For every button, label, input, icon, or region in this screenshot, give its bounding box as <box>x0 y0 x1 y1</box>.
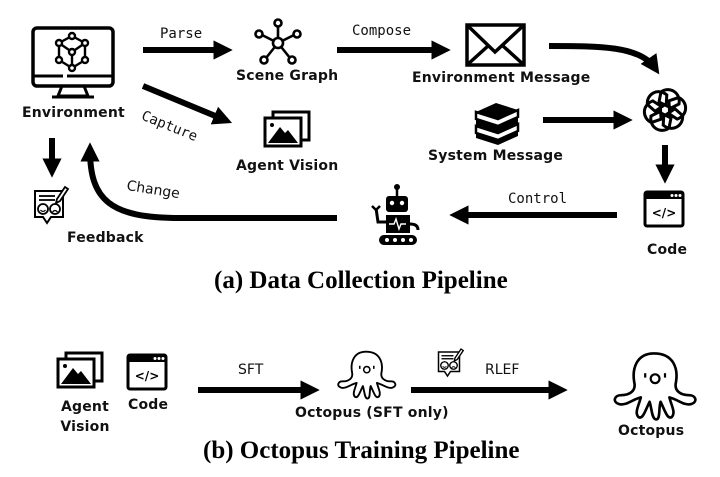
node-label-agent-vision-line2: Vision <box>60 419 110 435</box>
edge-label-sft: SFT <box>238 362 264 378</box>
arrow-capture <box>141 83 233 125</box>
node-label-agent-vision: Agent Vision <box>236 158 339 174</box>
code-window-icon <box>643 190 685 228</box>
node-label-code: Code <box>647 242 688 258</box>
node-label-octopus: Octopus <box>618 423 685 439</box>
graph-network-icon <box>254 18 302 65</box>
node-label-environment: Environment <box>22 105 125 121</box>
node-label-code-b: Code <box>128 397 169 413</box>
arrow-change <box>80 142 337 221</box>
edge-label-compose: Compose <box>352 23 412 39</box>
feedback-form-icon <box>437 348 464 377</box>
book-stack-icon <box>474 103 520 145</box>
code-window-icon <box>126 353 168 391</box>
edge-label-rlef: RLEF <box>485 362 520 378</box>
node-label-octopus-sft: Octopus (SFT only) <box>295 405 449 421</box>
robot-icon <box>371 184 420 245</box>
arrow-env-msg-to-llm <box>548 43 660 75</box>
openai-logo-icon <box>638 86 692 134</box>
image-stack-icon <box>56 351 104 389</box>
node-label-scene-graph: Scene Graph <box>236 68 339 84</box>
node-label-agent-vision-line1: Agent <box>60 399 109 415</box>
octopus-icon <box>613 352 697 421</box>
monitor-cube-icon <box>31 26 115 99</box>
feedback-form-icon <box>34 186 69 224</box>
node-label-environment-message: Environment Message <box>412 70 591 86</box>
octopus-icon <box>337 350 397 400</box>
edge-label-parse: Parse <box>160 26 203 42</box>
image-stack-icon <box>263 110 311 148</box>
node-label-feedback: Feedback <box>67 230 144 246</box>
edge-label-control: Control <box>508 191 568 207</box>
node-label-system-message: System Message <box>428 148 564 164</box>
envelope-icon <box>465 23 526 67</box>
node-label-agent-vision-b: Agent Vision <box>55 397 115 437</box>
caption-panel-a: (a) Data Collection Pipeline <box>214 267 508 294</box>
caption-panel-b: (b) Octopus Training Pipeline <box>203 437 520 464</box>
